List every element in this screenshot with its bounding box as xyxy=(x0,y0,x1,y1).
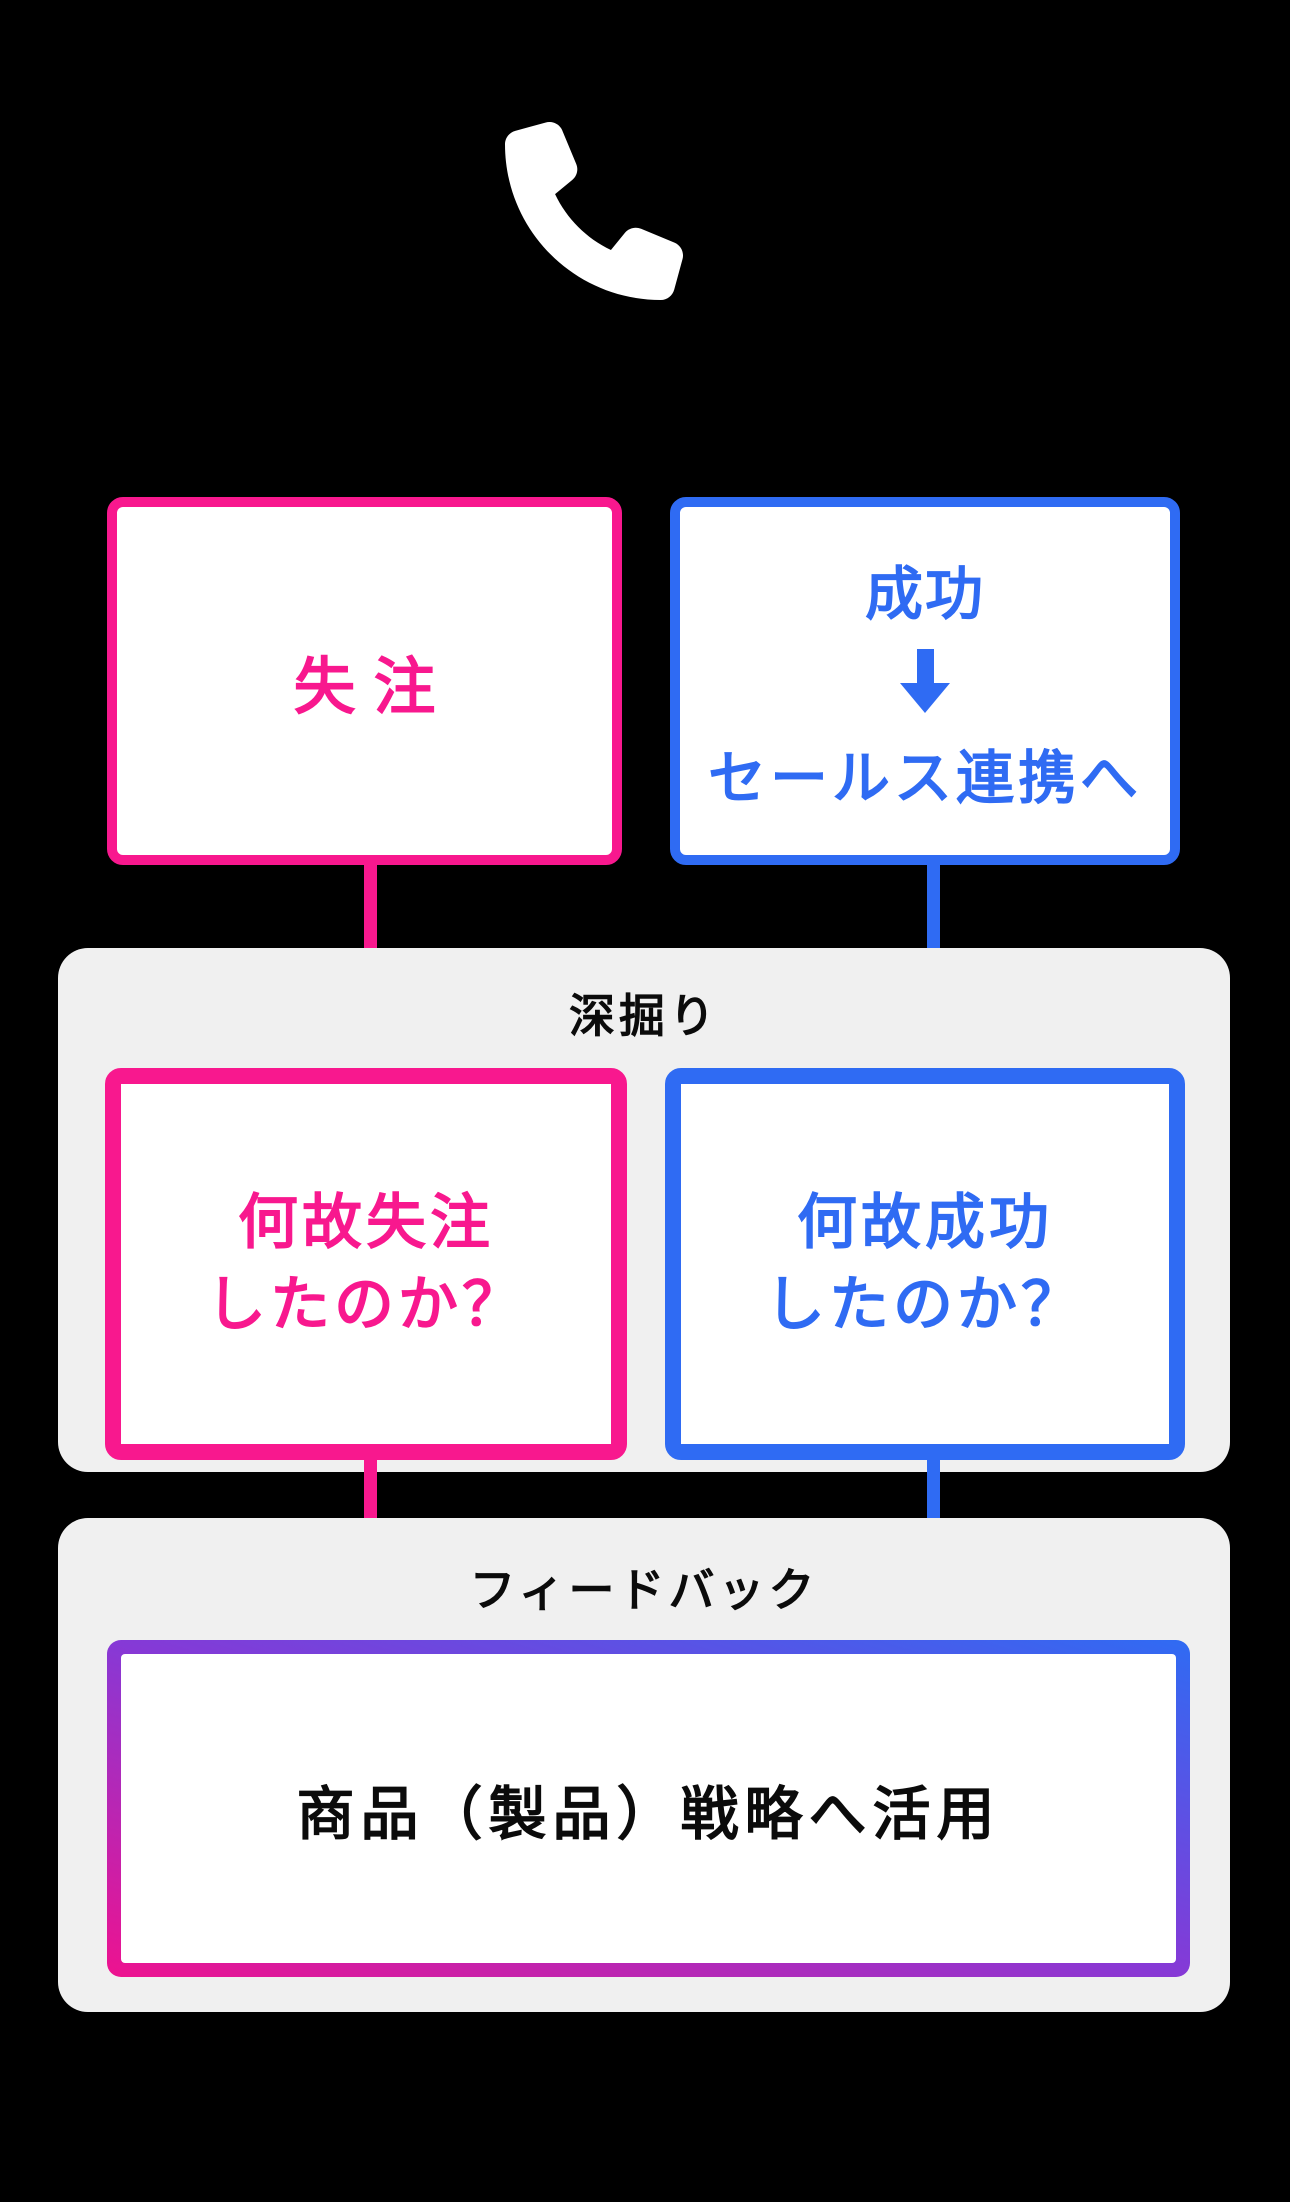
why-lost-line1: 何故失注 xyxy=(238,1188,494,1256)
feedback-title: フィードバック xyxy=(469,1564,819,1616)
why-success-line2: したのか？ xyxy=(765,1271,1085,1338)
down-arrow-icon xyxy=(900,649,950,713)
lost-order-label: 失注 xyxy=(293,653,454,722)
why-lost-line2: したのか？ xyxy=(206,1271,526,1338)
lost-order-box: 失注 xyxy=(107,497,622,865)
why-lost-box: 何故失注 したのか？ xyxy=(105,1068,627,1460)
success-title: 成功 xyxy=(864,562,985,627)
strategy-box-inner: 商品（製品）戦略へ活用 xyxy=(121,1654,1176,1963)
why-success-line1: 何故成功 xyxy=(797,1188,1053,1256)
phone-icon xyxy=(505,121,684,301)
strategy-label: 商品（製品）戦略へ活用 xyxy=(296,1781,1001,1847)
deep-dive-title: 深掘り xyxy=(569,990,719,1042)
why-success-box: 何故成功 したのか？ xyxy=(665,1068,1185,1460)
strategy-box: 商品（製品）戦略へ活用 xyxy=(107,1640,1190,1977)
success-subtitle: セールス連携へ xyxy=(707,746,1142,811)
success-box: 成功 セールス連携へ xyxy=(670,497,1180,865)
